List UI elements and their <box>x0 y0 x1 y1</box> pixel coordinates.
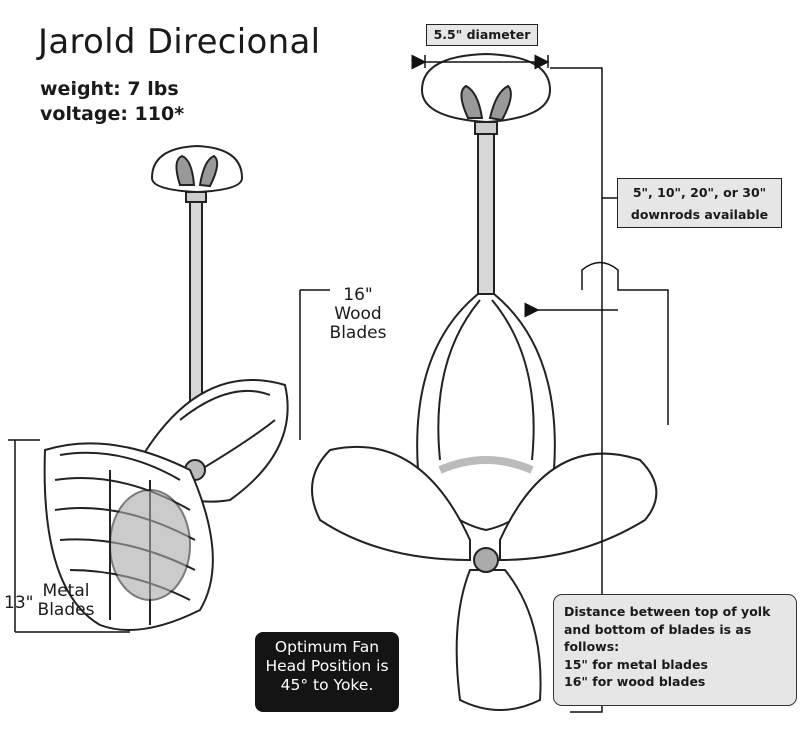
distance-line-2: and bottom of blades is as follows: <box>564 621 752 655</box>
wood-blades-label: 16" Wood Blades <box>326 286 390 343</box>
voltage-spec: voltage: 110* <box>40 103 185 125</box>
distance-line-3: 15" for metal blades <box>564 656 708 672</box>
wood-blades-word-2: Blades <box>329 323 387 343</box>
downrods-note: 5", 10", 20", or 30" downrods available <box>617 178 782 228</box>
distance-line-4: 16" for wood blades <box>564 674 706 689</box>
metal-blades-word-2: Blades <box>37 600 95 620</box>
metal-fan-illustration <box>43 144 289 631</box>
metal-blades-size: 13" <box>4 593 34 613</box>
optimum-line-3: 45° to Yoke. <box>280 676 374 694</box>
downrods-line-2: downrods available <box>630 207 769 222</box>
metal-blades-label: Metal Blades <box>36 582 96 620</box>
metal-blades-word-1: Metal <box>42 581 90 601</box>
distance-line-1: Distance between top of yolk <box>564 604 771 619</box>
wood-blades-word-1: Wood <box>334 304 382 324</box>
wood-fan-illustration <box>311 52 658 711</box>
optimum-line-2: Head Position is <box>265 657 389 675</box>
optimum-position-note: Optimum Fan Head Position is 45° to Yoke… <box>255 632 399 712</box>
canopy-diameter-label: 5.5" diameter <box>426 24 538 46</box>
distance-note: Distance between top of yolk and bottom … <box>553 594 797 706</box>
product-title: Jarold Direcional <box>38 22 321 62</box>
downrods-line-1: 5", 10", 20", or 30" <box>632 185 767 200</box>
optimum-line-1: Optimum Fan <box>274 638 380 656</box>
weight-spec: weight: 7 lbs <box>40 78 179 100</box>
wood-blades-size: 16" <box>343 285 373 305</box>
